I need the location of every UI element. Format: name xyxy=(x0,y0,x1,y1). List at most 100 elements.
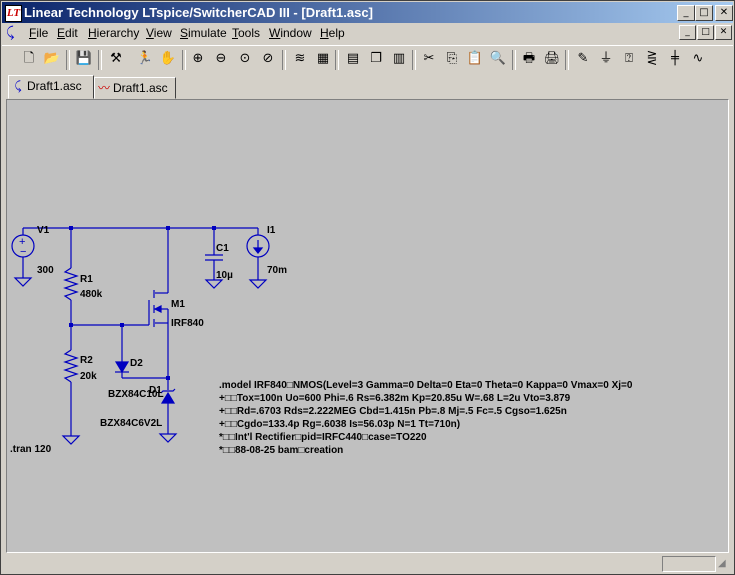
close-button[interactable]: ✕ xyxy=(715,5,733,21)
print-setup-icon[interactable]: 🖶 xyxy=(522,51,536,66)
zoom-cancel-icon[interactable]: ⊘ xyxy=(262,51,274,66)
mdi-minimize-button[interactable]: _ xyxy=(679,25,696,40)
mdi-close-button[interactable]: ✕ xyxy=(715,25,732,40)
tile-vertical-icon[interactable]: ▥ xyxy=(392,51,406,66)
toolbar: 🗋 📂 💾 ⚒ 🏃 ✋ ⊕ ⊖ ⊙ ⊘ ≋ ▦ ▤ ❐ ▥ ✂ ⎘ 📋 🔍 🖶 🖨 ✎ ⏚ ⍰ ⋛ ╪ ∿ xyxy=(2,45,733,74)
menu-label-rest: ierarchy xyxy=(96,26,140,40)
v1-value-label: 300 xyxy=(37,265,54,276)
draw-wire-icon[interactable]: ✎ xyxy=(577,51,589,66)
v1-plus-icon: + xyxy=(19,236,25,248)
menu-label-rest: dit xyxy=(65,26,78,40)
menu-file[interactable]: File xyxy=(29,26,48,40)
menu-edit[interactable]: Edit xyxy=(57,26,78,40)
mdi-restore-button[interactable]: □ xyxy=(697,25,714,40)
menu-label-rest: imulate xyxy=(188,26,227,40)
autoscale-icon[interactable]: ≋ xyxy=(294,51,306,66)
ground-icon xyxy=(158,433,178,443)
minimize-button[interactable]: _ xyxy=(677,5,695,21)
tile-horizontal-icon[interactable]: ▤ xyxy=(346,51,360,66)
menu-bar: ⤹ File Edit Hierarchy View Simulate Tools Wind… xyxy=(2,23,733,43)
junction-dot xyxy=(69,226,73,230)
i1-name-label: I1 xyxy=(267,225,276,236)
i1-arrow-head xyxy=(252,247,264,254)
d1-diode-symbol[interactable] xyxy=(160,391,176,404)
ground-icon xyxy=(13,277,33,287)
control-panel-icon[interactable]: ⚒ xyxy=(110,51,122,66)
menu-help[interactable]: Help xyxy=(320,26,345,40)
cascade-icon[interactable]: ❐ xyxy=(370,51,382,66)
capacitor-icon[interactable]: ╪ xyxy=(671,51,679,66)
d2-value-label: BZX84C10L xyxy=(108,389,164,400)
zoom-in-icon[interactable]: ⊕ xyxy=(192,51,204,66)
inductor-icon[interactable]: ∿ xyxy=(692,51,704,66)
title-bar[interactable]: LT Linear Technology LTspice/SwitcherCAD… xyxy=(2,2,733,23)
junction-dot xyxy=(166,376,170,380)
d1-cathode[interactable] xyxy=(160,388,176,394)
status-field xyxy=(662,556,716,572)
menu-accel-letter: F xyxy=(29,26,37,40)
menu-tools[interactable]: Tools xyxy=(232,26,260,40)
tran-directive[interactable]: .tran 120 xyxy=(10,444,52,455)
tab-label: Draft1.asc xyxy=(113,81,168,95)
label-net-icon[interactable]: ⍰ xyxy=(625,51,633,66)
ltspice-app-icon[interactable]: LT xyxy=(5,5,22,22)
resize-grip-icon[interactable]: ◢ xyxy=(718,558,726,569)
paste-icon[interactable]: 📋 xyxy=(466,51,484,66)
m1-value-label: IRF840 xyxy=(171,318,204,329)
tab-schematic[interactable]: ⤹Draft1.asc xyxy=(8,75,94,99)
status-bar: ◢ xyxy=(2,553,733,573)
menu-view[interactable]: View xyxy=(146,26,172,40)
maximize-button[interactable]: □ xyxy=(695,5,713,21)
zoom-fit-icon[interactable]: ⊙ xyxy=(239,51,251,66)
cut-icon[interactable]: ✂ xyxy=(423,51,435,66)
find-icon[interactable]: 🔍 xyxy=(489,51,507,66)
grid-icon[interactable]: ▦ xyxy=(316,51,330,66)
menu-simulate[interactable]: Simulate xyxy=(180,26,227,40)
model-statement[interactable]: .model IRF840□NMOS(Level=3 Gamma=0 Delta… xyxy=(219,380,633,456)
ground-icon[interactable]: ⏚ xyxy=(599,51,613,66)
toolbar-separator xyxy=(335,50,339,70)
d1-value-label: BZX84C6V2L xyxy=(100,418,162,429)
pan-hand-icon[interactable]: ✋ xyxy=(159,51,177,66)
zoom-out-icon[interactable]: ⊖ xyxy=(215,51,227,66)
copy-icon[interactable]: ⎘ xyxy=(446,51,458,66)
v1-name-label: V1 xyxy=(37,225,50,236)
resistor-icon[interactable]: ⋛ xyxy=(646,51,658,66)
ground-icon xyxy=(204,279,224,289)
toolbar-separator xyxy=(98,50,102,70)
schematic-tab-icon: ⤹ xyxy=(14,79,22,93)
tab-waveform[interactable]: 〰Draft1.asc xyxy=(94,77,176,99)
menu-window[interactable]: Window xyxy=(269,26,312,40)
junction-dot xyxy=(212,226,216,230)
i1-value-label: 70m xyxy=(267,265,287,276)
menu-accel-letter: V xyxy=(146,26,154,40)
toolbar-separator xyxy=(565,50,569,70)
r1-resistor-symbol[interactable] xyxy=(63,267,79,301)
r2-resistor-symbol[interactable] xyxy=(63,349,79,383)
menu-hierarchy[interactable]: Hierarchy xyxy=(88,26,139,40)
ground-icon xyxy=(248,279,268,289)
menu-accel-letter: E xyxy=(57,26,66,40)
waveform-tab-icon: 〰 xyxy=(97,81,110,95)
menu-accel-letter: H xyxy=(320,26,329,40)
menu-label-rest: ools xyxy=(238,26,261,40)
schematic-doc-icon[interactable]: ⤹ xyxy=(6,24,15,40)
schematic-svg[interactable]: + − V1 300 R1 480k R2 20k M1 IRF xyxy=(7,100,728,552)
new-schematic-icon[interactable]: 🗋 xyxy=(23,51,35,66)
save-icon[interactable]: 💾 xyxy=(75,51,93,66)
toolbar-separator xyxy=(282,50,286,70)
ground-icon xyxy=(61,435,81,445)
menu-label-rest: ile xyxy=(36,26,49,40)
m1-arrow xyxy=(153,305,162,313)
d2-diode-symbol[interactable] xyxy=(114,361,130,374)
run-icon[interactable]: 🏃 xyxy=(136,51,154,66)
window-title: Linear Technology LTspice/SwitcherCAD II… xyxy=(24,5,373,20)
c1-value-label: 10µ xyxy=(216,270,233,281)
schematic-canvas[interactable]: + − V1 300 R1 480k R2 20k M1 IRF xyxy=(6,99,729,553)
r1-name-label: R1 xyxy=(80,274,93,285)
open-folder-icon[interactable]: 📂 xyxy=(43,51,61,66)
print-icon[interactable]: 🖨 xyxy=(543,51,561,66)
d2-name-label: D2 xyxy=(130,358,143,369)
r2-value-label: 20k xyxy=(80,371,97,382)
model-line: +□□Rd=.6703 Rds=2.222MEG Cbd=1.415n Pb=.… xyxy=(219,406,567,417)
